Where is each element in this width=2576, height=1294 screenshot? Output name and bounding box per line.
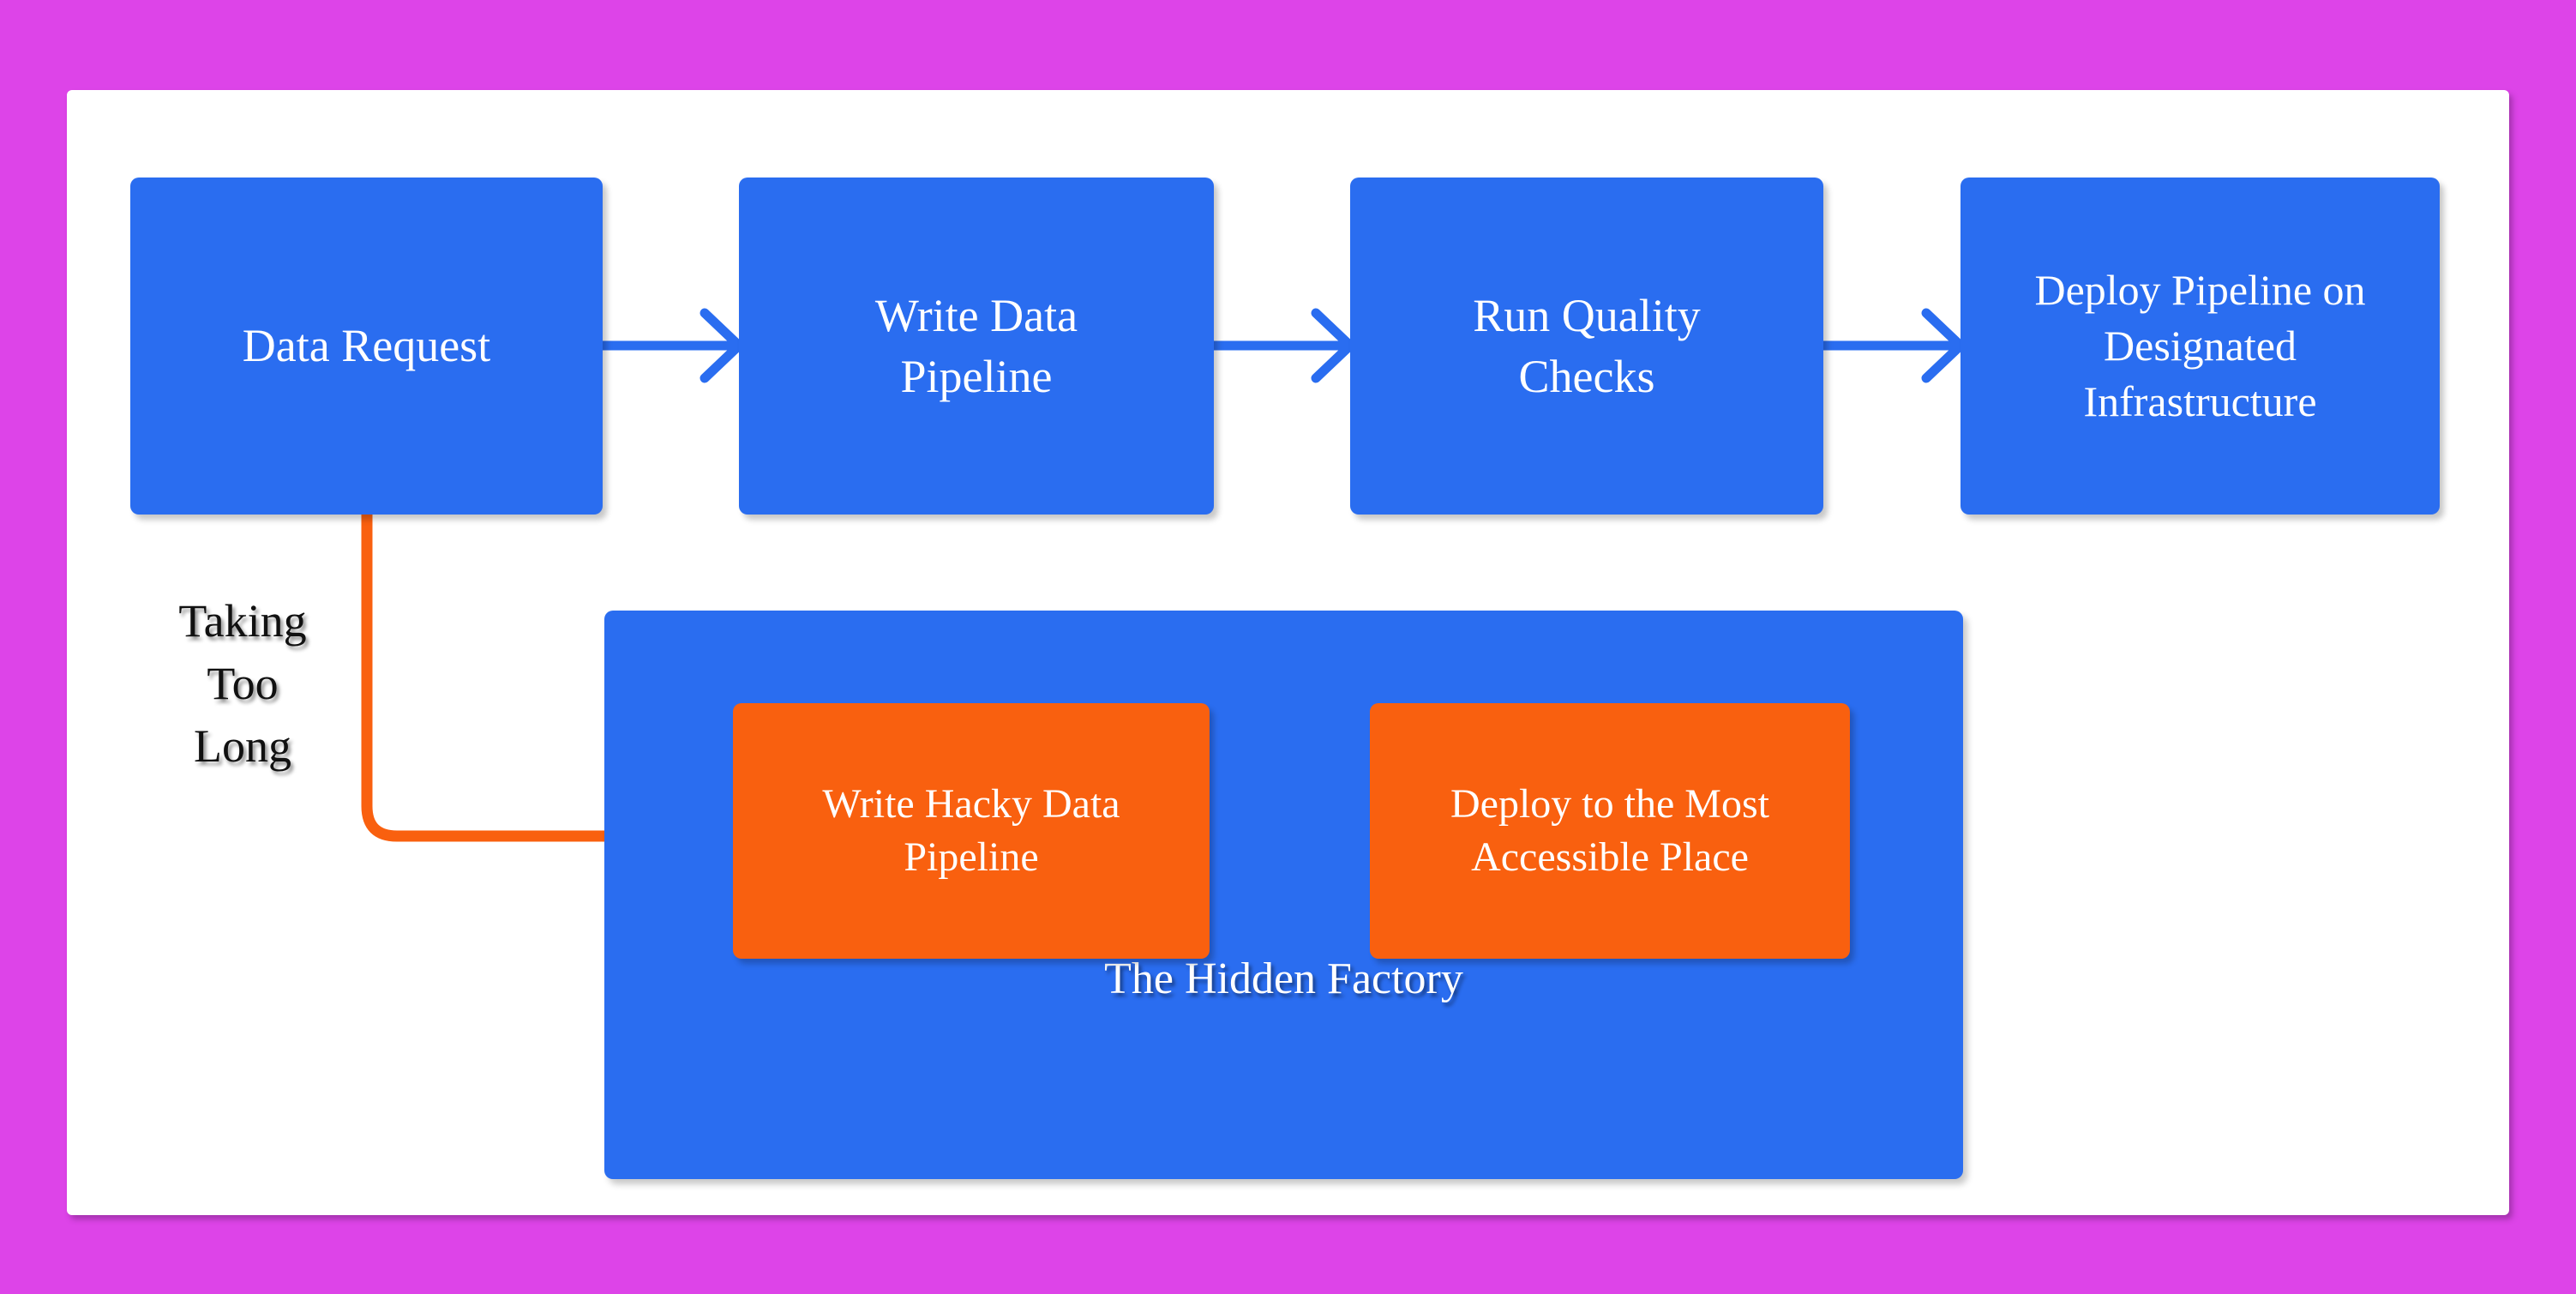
node-run-quality-checks[interactable]: Run Quality Checks [1350, 178, 1823, 515]
arrow-data-request-to-write-pipeline [603, 308, 744, 383]
node-deploy-pipeline-on-designated-infrastructure[interactable]: Deploy Pipeline on Designated Infrastruc… [1961, 178, 2440, 515]
node-deploy-pipeline-label: Deploy Pipeline on Designated Infrastruc… [2034, 266, 2366, 425]
node-data-request[interactable]: Data Request [130, 178, 603, 515]
node-deploy-to-most-accessible-place[interactable]: Deploy to the Most Accessible Place [1370, 703, 1850, 959]
node-data-request-label: Data Request [242, 320, 491, 372]
hidden-factory-title: The Hidden Factory [1104, 954, 1463, 1003]
arrow-write-pipeline-to-quality-checks [1214, 308, 1355, 383]
arrow-quality-checks-to-deploy-pipeline [1823, 308, 1966, 383]
node-write-data-pipeline[interactable]: Write Data Pipeline [739, 178, 1214, 515]
node-deploy-to-most-accessible-place-label: Deploy to the Most Accessible Place [1450, 780, 1769, 880]
edge-label-taking-too-long: Taking Too Long [178, 595, 307, 772]
node-write-data-pipeline-label: Write Data Pipeline [874, 290, 1078, 402]
node-write-hacky-data-pipeline-label: Write Hacky Data Pipeline [822, 780, 1120, 880]
node-run-quality-checks-label: Run Quality Checks [1473, 290, 1701, 402]
node-write-hacky-data-pipeline[interactable]: Write Hacky Data Pipeline [733, 703, 1210, 959]
